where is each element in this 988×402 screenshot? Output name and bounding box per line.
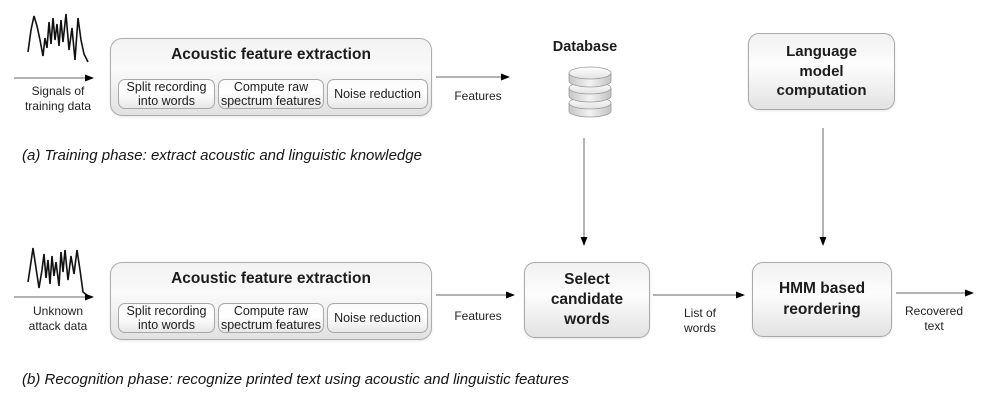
- caption-training-phase: (a) Training phase: extract acoustic and…: [22, 147, 422, 164]
- step-split-recording: Split recording into words: [118, 303, 215, 333]
- features-label-b: Features: [454, 309, 502, 323]
- acoustic-extraction-title: Acoustic feature extraction: [171, 270, 371, 287]
- extraction-steps-b: Split recording into words Compute raw s…: [118, 303, 428, 333]
- hmm-based-reordering-box: HMM based reordering: [752, 262, 892, 337]
- step-split-recording: Split recording into words: [118, 79, 215, 109]
- caption-recognition-phase: (b) Recognition phase: recognize printed…: [22, 371, 569, 388]
- step-noise-reduction: Noise reduction: [327, 79, 428, 109]
- training-input-label: Signals of training data: [24, 84, 92, 113]
- language-model-computation-box: Language model computation: [748, 33, 895, 110]
- acoustic-feature-extraction-box-a: Acoustic feature extraction Split record…: [110, 38, 432, 116]
- waveform-icon: [27, 247, 89, 297]
- features-label-a: Features: [454, 89, 502, 103]
- attack-input-label: Unknown attack data: [28, 304, 88, 333]
- list-of-words-label: List of words: [683, 306, 716, 335]
- step-noise-reduction: Noise reduction: [327, 303, 428, 333]
- step-compute-raw-spectrum: Compute raw spectrum features: [218, 79, 324, 109]
- database-cylinder-icon: [568, 66, 612, 118]
- waveform-icon: [27, 13, 89, 63]
- extraction-steps-a: Split recording into words Compute raw s…: [118, 79, 428, 109]
- database-label: Database: [552, 39, 618, 55]
- select-candidate-words-box: Select candidate words: [524, 262, 650, 338]
- step-compute-raw-spectrum: Compute raw spectrum features: [218, 303, 324, 333]
- acoustic-extraction-title: Acoustic feature extraction: [171, 46, 371, 63]
- recovered-text-label: Recovered text: [904, 304, 964, 333]
- acoustic-feature-extraction-box-b: Acoustic feature extraction Split record…: [110, 262, 432, 340]
